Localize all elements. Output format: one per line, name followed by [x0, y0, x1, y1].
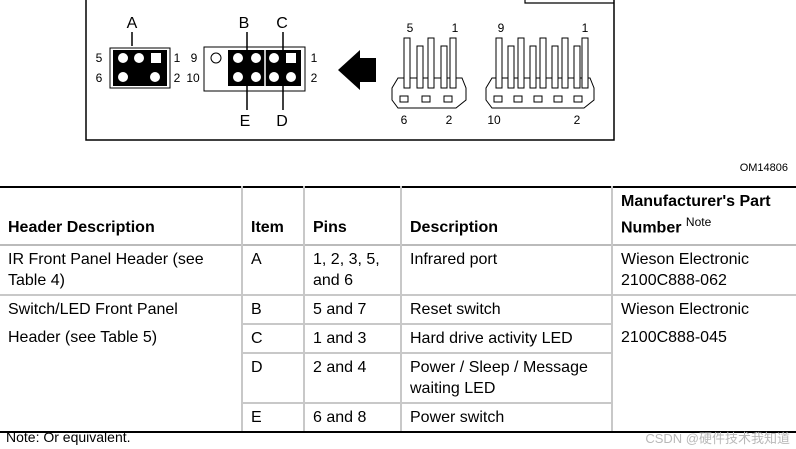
pin-label: 1	[582, 21, 589, 35]
table-row: E 6 and 8 Power switch	[0, 402, 796, 434]
cell-header-description: Header (see Table 5)	[8, 329, 158, 347]
cell-header-description	[0, 353, 242, 403]
label-e: E	[240, 113, 251, 130]
cell-pins: 5 and 7	[303, 294, 401, 325]
cell-description: Power / Sleep / Message waiting LED	[400, 352, 612, 404]
table-row: Header (see Table 5) C 1 and 3 Hard driv…	[0, 323, 796, 354]
pin	[233, 53, 243, 63]
header-a-label: A	[127, 15, 138, 32]
key-hole	[210, 52, 222, 64]
table-row: D 2 and 4 Power / Sleep / Message waitin…	[0, 352, 796, 404]
cell-item: C	[241, 323, 304, 354]
cell-header-description	[0, 403, 242, 434]
col-pins: Pins	[303, 187, 401, 246]
pin-label: 6	[96, 71, 103, 85]
pin-label: 5	[96, 51, 103, 65]
pin-label: 2	[174, 71, 181, 85]
pin-label: 1	[452, 21, 459, 35]
cell-part-number	[611, 403, 796, 434]
cell-item: E	[241, 402, 304, 434]
pin	[118, 72, 128, 82]
cell-header-description: IR Front Panel Header (see Table 4)	[8, 251, 204, 290]
cell-pins: 6 and 8	[303, 402, 401, 434]
pin	[118, 53, 128, 63]
cell-pins: 2 and 4	[303, 352, 401, 404]
pin-label: 9	[498, 21, 505, 35]
pin	[269, 53, 279, 63]
cell-item: D	[241, 352, 304, 404]
pin-label: 1	[311, 51, 318, 65]
pin-1-square	[286, 53, 296, 63]
pin-label: 2	[446, 113, 453, 127]
connector-spec-table: Header Description Item Pins Description…	[0, 186, 796, 434]
pin-label: 1	[174, 51, 181, 65]
header-bcde: B C E D 9 10 1 2	[186, 15, 317, 130]
pin	[150, 72, 160, 82]
pin	[251, 53, 261, 63]
cell-part-number: 2100C888-045	[611, 324, 796, 354]
watermark: CSDN @硬件技术我知道	[645, 431, 790, 446]
table-row: IR Front Panel Header (see Table 4) A 1,…	[0, 245, 796, 296]
cell-item: A	[241, 245, 304, 296]
pin-label: 5	[407, 21, 414, 35]
table-note: Note: Or equivalent.	[6, 429, 131, 445]
table-header-row: Header Description Item Pins Description…	[0, 187, 796, 246]
cell-part-number: Wieson Electronic	[611, 294, 796, 325]
label-d: D	[276, 113, 288, 130]
col-item: Item	[241, 187, 304, 246]
pin-label: 10	[186, 71, 200, 85]
figure-frame	[85, 0, 615, 141]
pin	[286, 72, 296, 82]
col-header-description: Header Description	[8, 219, 155, 237]
cell-description: Reset switch	[400, 294, 612, 325]
cell-item: B	[241, 294, 304, 325]
cell-description: Hard drive activity LED	[400, 323, 612, 354]
label-c: C	[276, 15, 288, 32]
cell-pins: 1, 2, 3, 5, and 6	[303, 245, 401, 296]
cell-pins: 1 and 3	[303, 323, 401, 354]
pin-label: 2	[311, 71, 318, 85]
cell-description: Power switch	[400, 402, 612, 434]
pin-label: 10	[487, 113, 501, 127]
pin	[233, 72, 243, 82]
pin-label: 9	[191, 51, 198, 65]
pin-label: 2	[574, 113, 581, 127]
figure-id: OM14806	[739, 162, 788, 174]
left-arrow-icon	[338, 50, 376, 90]
cell-header-description: Switch/LED Front Panel	[0, 294, 242, 325]
pin-label: 6	[401, 113, 408, 127]
note-superscript: Note	[685, 215, 712, 229]
pin	[269, 72, 279, 82]
table-row: Switch/LED Front Panel B 5 and 7 Reset s…	[0, 294, 796, 325]
pinout-diagram: A 5 6 1 2 B C E D 9 10 1	[85, 0, 615, 141]
header-a: A 5 6 1 2	[96, 15, 181, 89]
connector-small	[391, 37, 467, 109]
cell-part-number	[611, 353, 796, 404]
pin	[134, 53, 144, 63]
pin	[251, 72, 261, 82]
col-part-number: Manufacturer's Part Number Note	[611, 187, 796, 246]
pin-1-square	[151, 53, 161, 63]
col-description: Description	[400, 187, 612, 246]
connector-large	[485, 37, 595, 109]
label-b: B	[239, 15, 250, 32]
cell-description: Infrared port	[400, 245, 612, 296]
